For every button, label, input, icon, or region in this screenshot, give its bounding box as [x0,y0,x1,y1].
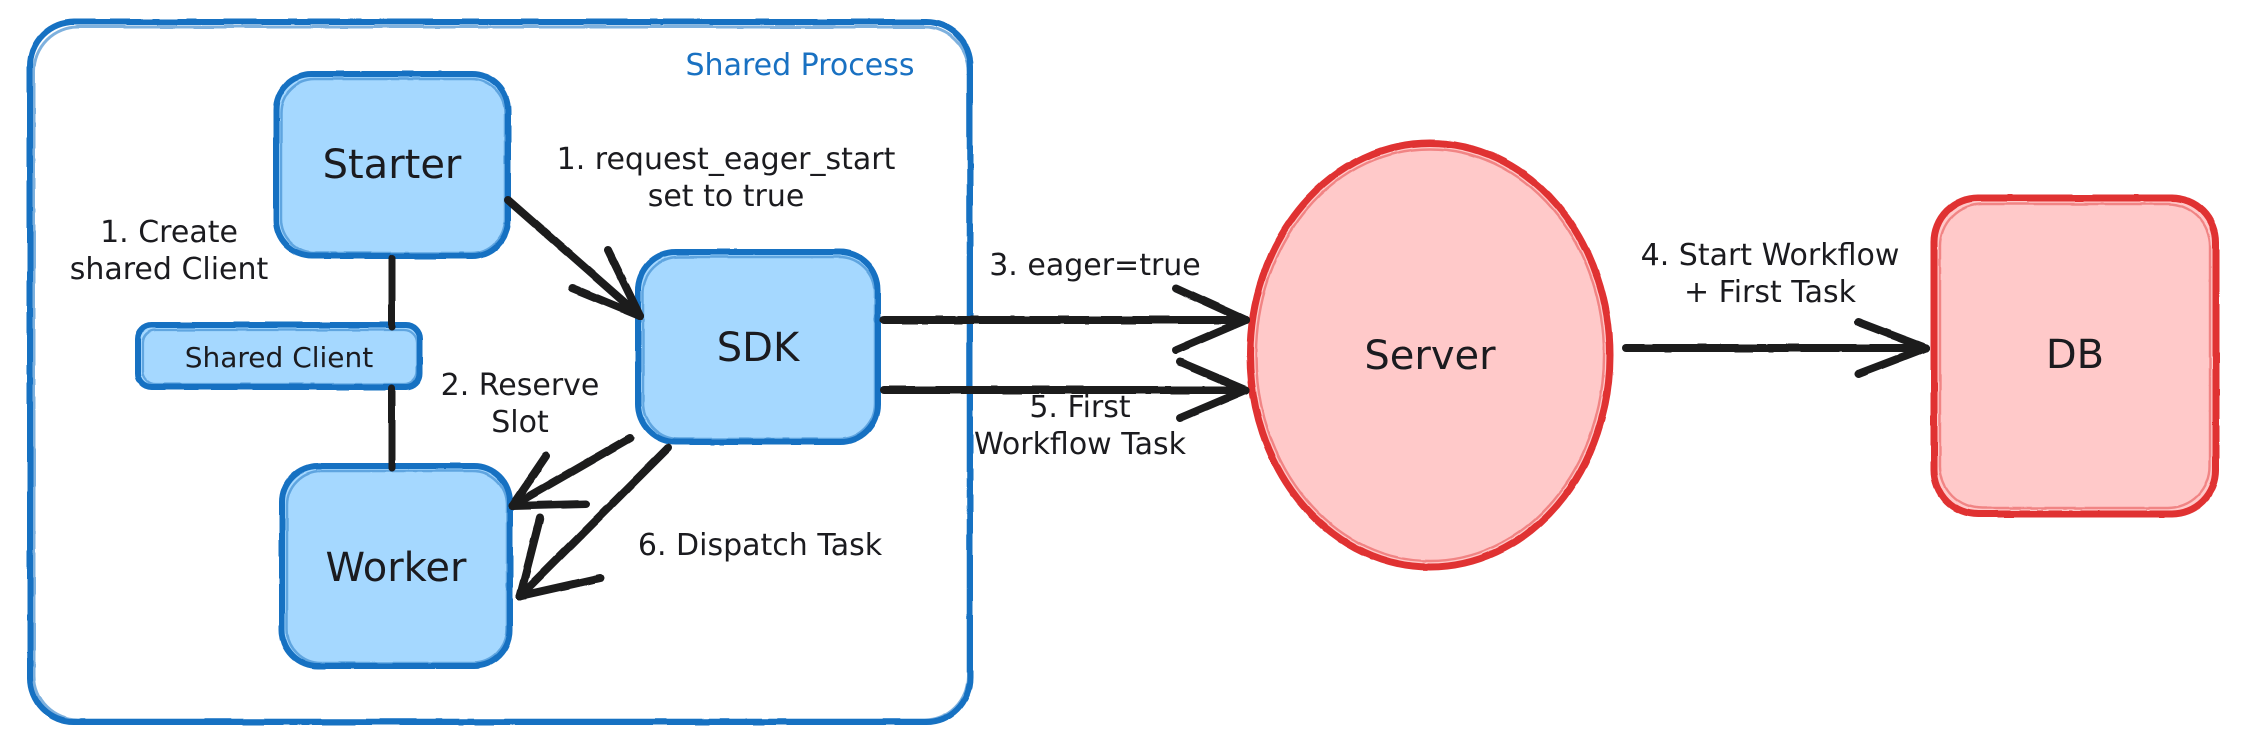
edge-label-first-workflow-task: 5. First Workflow Task [973,390,1187,462]
edge-label-request-eager-start: 1. request_eager_start set to true [556,142,896,214]
edge-eager-true [880,284,1250,354]
edge-first-workflow-task [880,358,1250,422]
edge-label-eager-true: 3. eager=true [989,248,1201,283]
edge-start-workflow-first-task [1622,318,1930,378]
db-node-shape [1930,194,2220,518]
edge-label-start-workflow-first-task: 4. Start Workflow + First Task [1640,238,1900,310]
shared-client-node-shape [135,322,423,390]
edge-label-dispatch-task: 6. Dispatch Task [637,528,883,563]
edge-reserve-slot [508,434,634,510]
edge-label-create-shared-client: 1. Create shared Client [69,215,269,287]
edge-label-reserve-slot: 2. Reserve Slot [440,368,600,440]
server-node-shape [1246,139,1614,571]
edge-request-eager-start [504,196,644,320]
shared-process-container [27,19,973,725]
sdk-node-shape [635,249,881,445]
edge-dispatch-task [516,444,672,600]
shared-process-title: Shared Process [685,48,915,83]
worker-node-shape [279,463,513,669]
